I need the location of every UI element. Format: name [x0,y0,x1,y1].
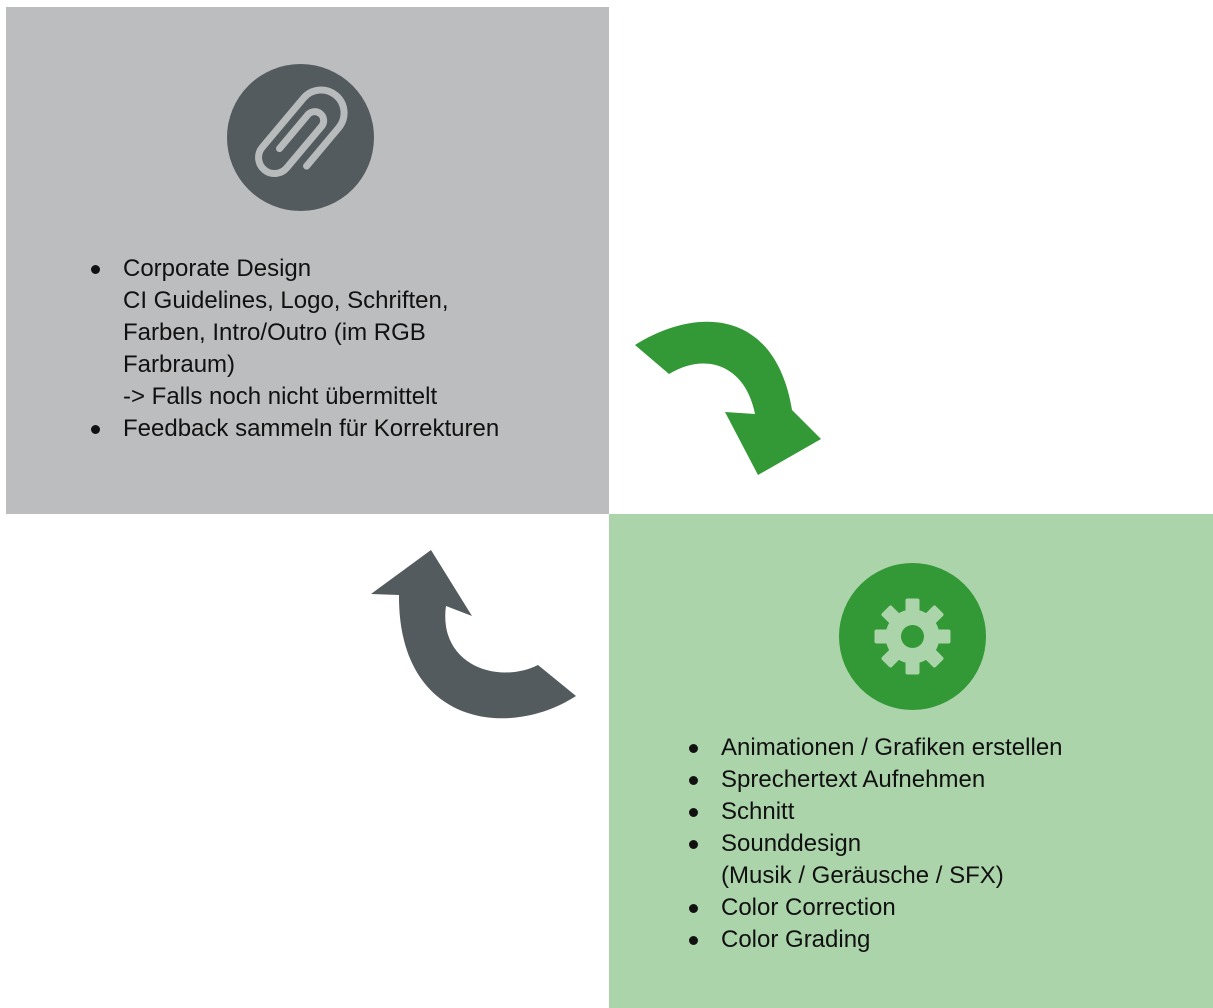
list-item-text: Farbraum) [123,351,236,378]
list-item: Corporate Design CI Guidelines, Logo, Sch… [79,253,599,413]
list-item-text: Color Correction [721,894,896,921]
list-item-text: Corporate Design [123,255,312,282]
paperclip-badge [227,64,374,211]
cycle-arrow-green [635,321,821,475]
input-panel: Corporate Design CI Guidelines, Logo, Sch… [6,7,609,514]
list-item-text: Sprechertext Aufnehmen [721,766,986,793]
paperclip-icon [255,86,348,177]
list-item-text: Feedback sammeln für Korrekturen [123,415,500,442]
list-item: Schnitt [677,796,1207,828]
list-item-text: CI Guidelines, Logo, Schriften, [123,287,449,314]
list-item-text: (Musik / Geräusche / SFX) [721,862,1004,889]
input-list: Corporate Design CI Guidelines, Logo, Sch… [79,253,599,445]
list-item: Feedback sammeln für Korrekturen [79,413,599,445]
list-item-text: Animationen / Grafiken erstellen [721,734,1063,761]
cycle-arrow-gray [371,550,576,719]
gear-icon [874,598,951,675]
list-item-text: Farben, Intro/Outro (im RGB [123,319,426,346]
list-item-text: Sounddesign [721,830,862,857]
list-item-text: -> Falls noch nicht übermittelt [123,383,438,410]
list-item: Color Correction [677,892,1207,924]
list-item-text: Color Grading [721,926,871,953]
gear-badge [839,563,986,710]
list-item-text: Schnitt [721,798,795,825]
list-item: Sounddesign (Musik / Geräusche / SFX) [677,828,1207,892]
list-item: Color Grading [677,924,1207,956]
list-item: Animationen / Grafiken erstellen [677,732,1207,764]
list-item: Sprechertext Aufnehmen [677,764,1207,796]
